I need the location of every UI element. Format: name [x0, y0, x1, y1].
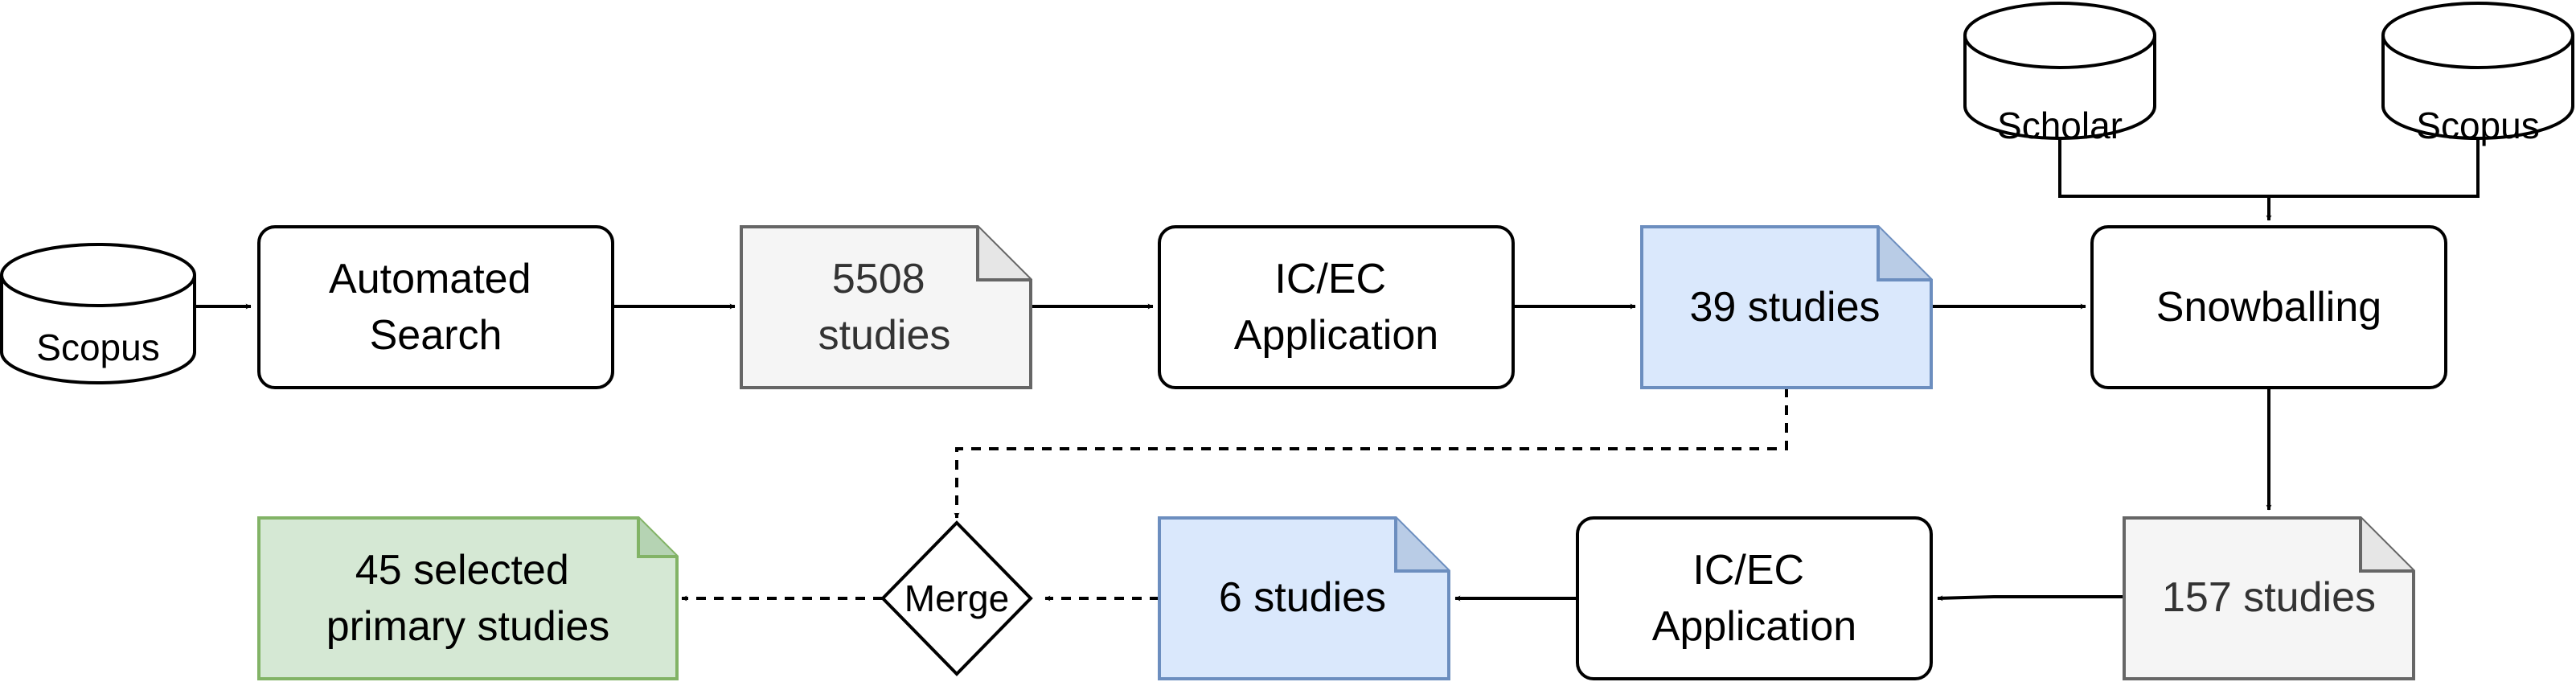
database-rim — [1963, 35, 2156, 69]
connectors — [195, 138, 2480, 602]
document-label-line-1: 5508 — [832, 256, 925, 302]
process-box — [1576, 516, 1933, 680]
document-label: 45 selected primary studies — [326, 547, 610, 650]
arrow-157-to-icec2 — [1937, 595, 2124, 602]
database-icon — [0, 243, 196, 384]
step-label: IC/EC Application — [1234, 256, 1438, 359]
fold-corner — [1877, 227, 1931, 281]
arrow-39-to-merge — [954, 388, 1788, 519]
doc-5508-studies: 5508 studies — [740, 225, 1032, 389]
process-box — [2090, 225, 2447, 389]
step-label-line-2: Search — [370, 312, 502, 359]
document-label: 157 studies — [2162, 574, 2376, 621]
step-label: Snowballing — [2156, 284, 2381, 331]
document-label-line-1: 45 selected — [355, 547, 569, 594]
doc-157-studies: 157 studies — [2123, 516, 2415, 680]
step-icec-application-2: IC/EC Application — [1576, 516, 1933, 680]
document-icon — [2123, 516, 2415, 680]
database-label: Scopus — [36, 327, 159, 368]
document-label: 6 studies — [1219, 574, 1386, 621]
database-scopus-left: Scopus — [0, 243, 196, 384]
doc-45-selected-primary-studies: 45 selected primary studies — [257, 516, 679, 680]
step-label-line-2: Application — [1652, 603, 1856, 650]
step-label-line-1: IC/EC — [1692, 547, 1804, 594]
step-label: Automated Search — [329, 256, 543, 359]
database-scholar: Scholar — [1963, 2, 2156, 146]
step-label-line-2: Application — [1234, 312, 1438, 359]
database-icon — [2381, 2, 2574, 140]
database-label: Scopus — [2416, 105, 2539, 146]
fold-corner — [1394, 518, 1449, 573]
fold-corner — [976, 227, 1031, 281]
document-icon — [1158, 516, 1450, 680]
step-icec-application-1: IC/EC Application — [1158, 225, 1515, 389]
step-label-line-1: IC/EC — [1274, 256, 1386, 302]
step-label: IC/EC Application — [1652, 547, 1856, 650]
database-label: Scholar — [1997, 105, 2123, 146]
arrow-scholar-to-snowballing — [2058, 138, 2272, 221]
doc-6-studies: 6 studies — [1158, 516, 1450, 680]
step-automated-search: Automated Search — [257, 225, 614, 389]
database-rim — [0, 274, 196, 307]
document-label: 39 studies — [1689, 284, 1880, 331]
arrow-scopus-right-to-snowballing — [2267, 138, 2480, 220]
step-label-line-1: Automated — [329, 256, 531, 302]
document-label-line-2: studies — [818, 312, 951, 359]
document-icon — [1640, 225, 1933, 389]
doc-39-studies: 39 studies — [1640, 225, 1933, 389]
process-box — [257, 225, 614, 389]
database-rim — [2381, 35, 2574, 69]
process-box — [1158, 225, 1515, 389]
database-icon — [1963, 2, 2156, 140]
document-label-line-2: primary studies — [326, 603, 610, 650]
step-snowballing: Snowballing — [2090, 225, 2447, 389]
document-label: 5508 studies — [818, 256, 951, 359]
decision-merge: Merge — [880, 520, 1033, 676]
fold-corner — [2359, 518, 2414, 573]
decision-diamond — [880, 520, 1033, 676]
fold-corner — [637, 518, 677, 558]
document-icon — [257, 516, 679, 680]
document-icon — [740, 225, 1032, 389]
decision-label: Merge — [904, 577, 1009, 619]
database-scopus-right: Scopus — [2381, 2, 2574, 146]
